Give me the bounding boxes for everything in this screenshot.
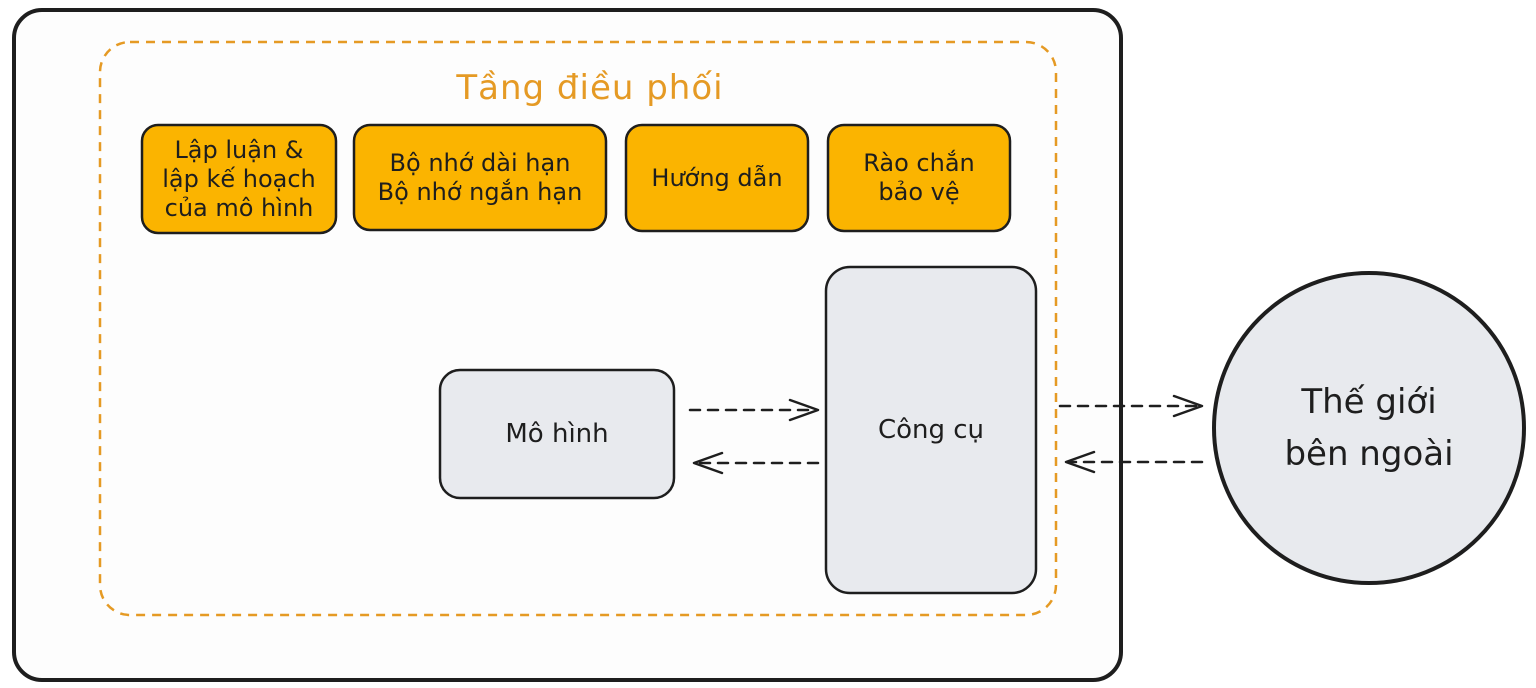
memory-label: Bộ nhớ dài hạn Bộ nhớ ngắn hạn <box>377 148 583 206</box>
tools-label: Công cụ <box>877 415 985 445</box>
model-box: Mô hình <box>440 370 674 498</box>
orchestration-layer-title: Tầng điều phối <box>456 68 724 108</box>
guardrails-box-shape <box>826 123 1012 233</box>
reasoning-planning-box: Lập luận & lập kế hoạch của mô hình <box>142 125 336 233</box>
model-label: Mô hình <box>505 419 609 449</box>
instructions-label: Hướng dẫn <box>651 163 783 192</box>
guardrails-box: Rào chắn bảo vệ <box>828 125 1010 231</box>
guardrails-label: Rào chắn bảo vệ <box>863 149 975 206</box>
arrow-model-to-tools <box>688 398 820 422</box>
model-box-shape <box>438 368 676 500</box>
arrow-world-to-tools <box>1064 450 1204 474</box>
instructions-box-shape <box>624 123 810 233</box>
tools-box-shape <box>824 265 1038 595</box>
orchestration-layer-boundary <box>98 40 1058 617</box>
arrow-tools-to-model <box>692 451 820 475</box>
reasoning-planning-label: Lập luận & lập kế hoạch của mô hình <box>162 135 316 222</box>
outside-world-label: Thế giới bên ngoài <box>1284 382 1454 474</box>
tools-box: Công cụ <box>826 267 1036 593</box>
arrows <box>688 394 1204 475</box>
outside-world-circle <box>1212 271 1526 585</box>
outside-world-node: Thế giới bên ngoài <box>1212 283 1526 573</box>
reasoning-planning-box-shape <box>140 123 338 235</box>
memory-box-shape <box>352 123 608 232</box>
memory-box: Bộ nhớ dài hạn Bộ nhớ ngắn hạn <box>354 125 606 230</box>
arrow-tools-to-world <box>1058 394 1204 418</box>
instructions-box: Hướng dẫn <box>626 125 808 231</box>
